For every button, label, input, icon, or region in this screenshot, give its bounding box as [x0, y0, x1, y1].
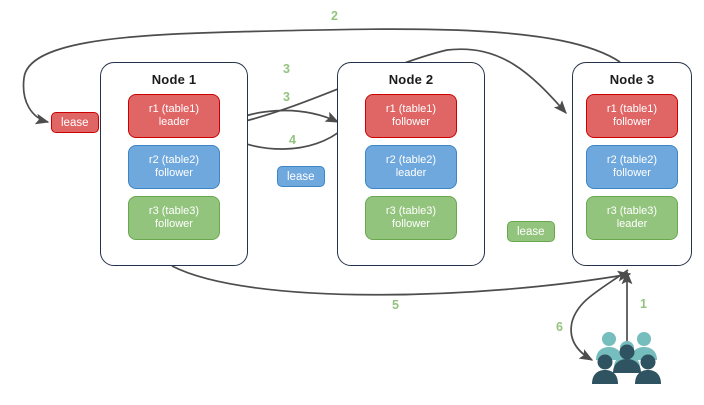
replica-name: r2 (table2) [606, 153, 658, 166]
node-title: Node 2 [388, 72, 434, 87]
replica-role: follower [613, 116, 651, 128]
replica-name: r1 (table1) [385, 102, 437, 115]
replica-r2[interactable]: r2 (table2) follower [128, 145, 220, 189]
step-label-5: 5 [392, 298, 399, 312]
replica-role: follower [392, 116, 430, 128]
node-title: Node 3 [609, 72, 655, 87]
replica-role: leader [395, 167, 427, 179]
step-label-3-lower: 3 [283, 90, 290, 104]
arrow-step-2 [22, 28, 621, 125]
replica-r2[interactable]: r2 (table2) leader [365, 145, 457, 189]
lease-label: lease [61, 116, 89, 129]
step-label-6: 6 [556, 320, 563, 334]
lease-label: lease [517, 225, 545, 238]
replica-name: r3 (table3) [606, 204, 658, 217]
replica-role: follower [155, 218, 193, 230]
node-box-2: Node 2 r1 (table1) follower r2 (table2) … [337, 62, 485, 266]
replica-name: r2 (table2) [148, 153, 200, 166]
replica-role: follower [155, 167, 193, 179]
node-box-1: Node 1 r1 (table1) leader r2 (table2) fo… [100, 62, 248, 266]
arrow-step-6 [570, 269, 629, 361]
replica-r3[interactable]: r3 (table3) leader [586, 196, 678, 240]
replica-role: follower [613, 167, 651, 179]
users-glyph [592, 332, 661, 384]
lease-badge-green[interactable]: lease [507, 221, 555, 242]
replica-role: leader [616, 218, 648, 230]
replica-r1[interactable]: r1 (table1) leader [128, 94, 220, 138]
users-icon [592, 330, 662, 390]
replica-r3[interactable]: r3 (table3) follower [128, 196, 220, 240]
replica-r2[interactable]: r2 (table2) follower [586, 145, 678, 189]
replica-r1[interactable]: r1 (table1) follower [586, 94, 678, 138]
replica-name: r3 (table3) [385, 204, 437, 217]
step-label-4: 4 [289, 133, 296, 147]
replica-name: r1 (table1) [148, 102, 200, 115]
node-box-3: Node 3 r1 (table1) follower r2 (table2) … [572, 62, 692, 266]
replica-name: r1 (table1) [606, 102, 658, 115]
lease-badge-red[interactable]: lease [51, 112, 99, 133]
replica-role: leader [158, 116, 190, 128]
replica-name: r2 (table2) [385, 153, 437, 166]
replica-role: follower [392, 218, 430, 230]
node-title: Node 1 [151, 72, 197, 87]
arrow-step-3-to-node3 [218, 48, 567, 128]
lease-label: lease [287, 170, 315, 183]
step-label-2: 2 [331, 9, 338, 23]
step-label-1: 1 [640, 297, 647, 311]
lease-badge-blue[interactable]: lease [277, 166, 325, 187]
arrow-step-5 [171, 265, 632, 296]
step-label-3-upper: 3 [283, 62, 290, 76]
replica-r1[interactable]: r1 (table1) follower [365, 94, 457, 138]
replica-r3[interactable]: r3 (table3) follower [365, 196, 457, 240]
replica-name: r3 (table3) [148, 204, 200, 217]
